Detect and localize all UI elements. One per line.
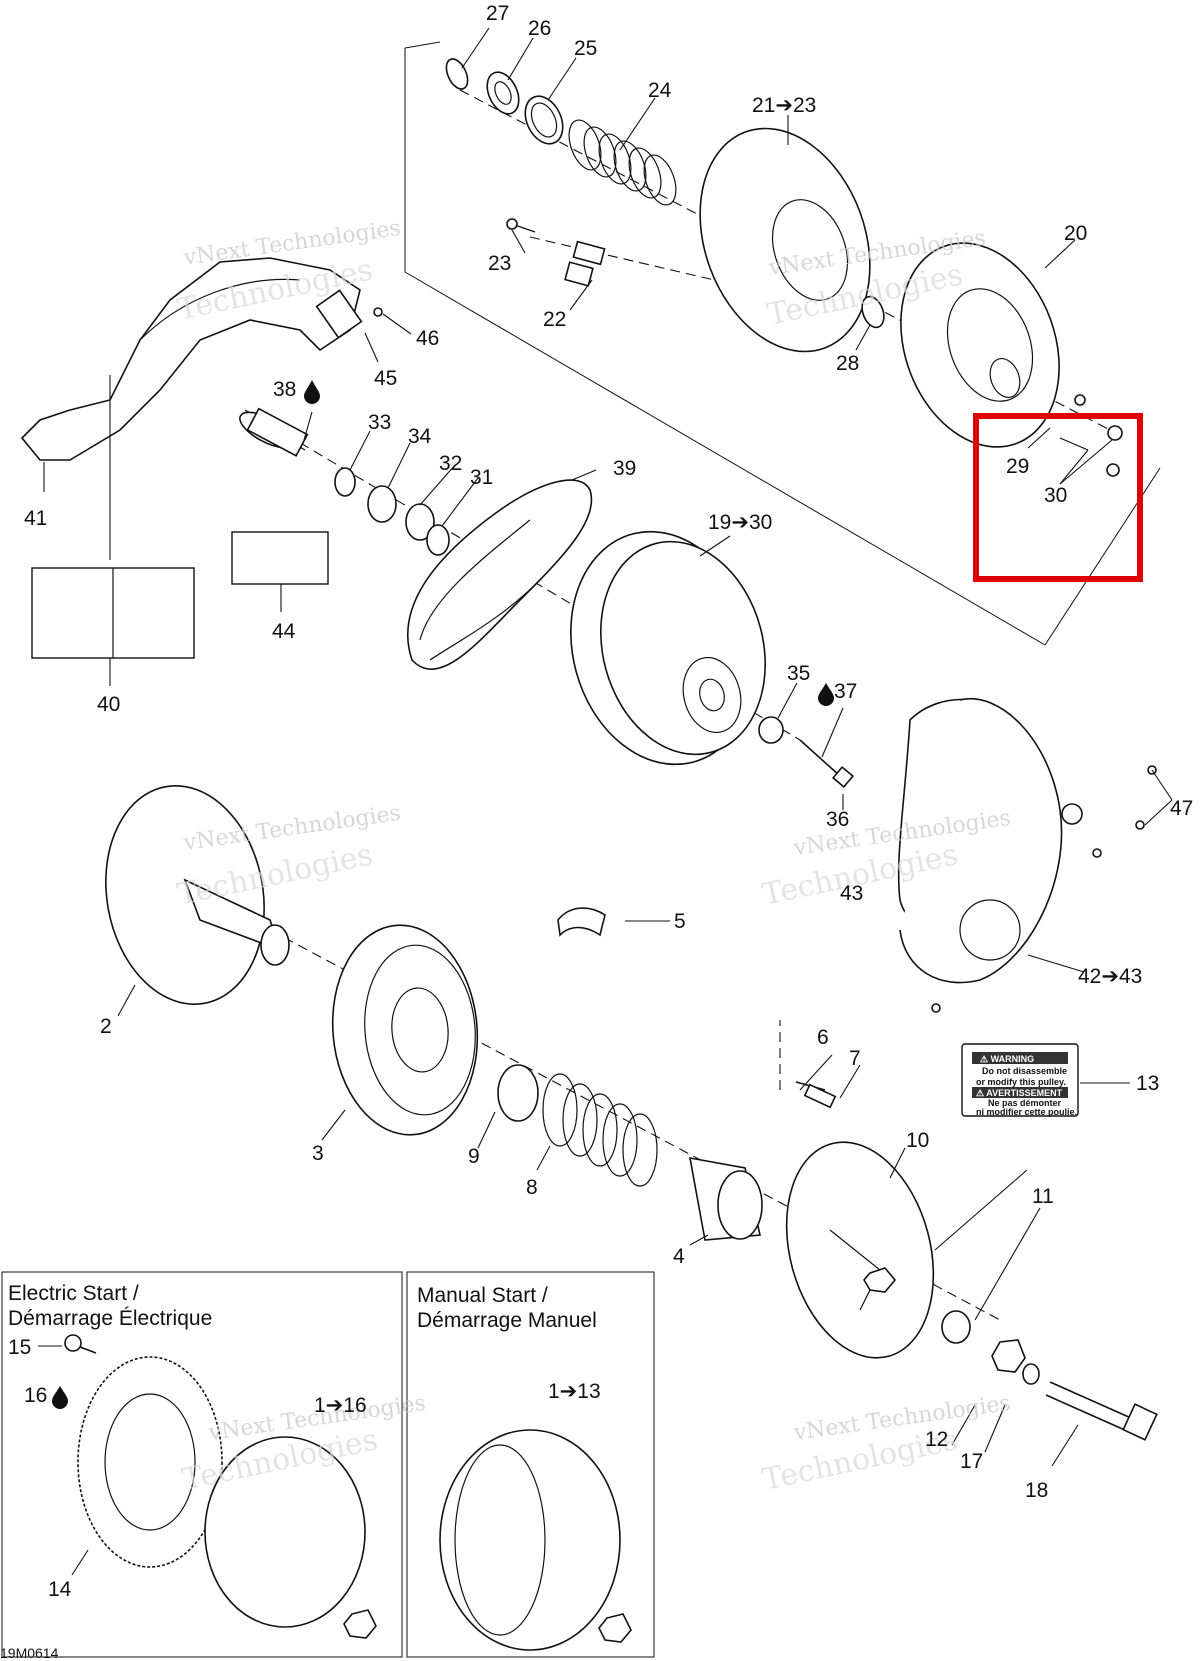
label-42-43: 42➔43: [1078, 965, 1142, 988]
label-2: 2: [100, 1015, 112, 1038]
top-parts: [445, 58, 1123, 477]
svg-text:Do not disassemble: Do not disassemble: [982, 1066, 1067, 1076]
label-16: 16: [24, 1384, 47, 1407]
label-28: 28: [836, 352, 859, 375]
label-1-13: 1➔13: [548, 1380, 601, 1403]
label-23: 23: [488, 252, 511, 275]
label-9: 9: [468, 1145, 480, 1168]
svg-text:⚠ AVERTISSEMENT: ⚠ AVERTISSEMENT: [976, 1088, 1063, 1098]
driven-pulley: [570, 530, 854, 788]
label-11: 11: [1032, 1185, 1054, 1208]
label-41: 41: [24, 507, 47, 530]
label-21-23: 21➔23: [752, 94, 816, 117]
belt-guard-and-decals: [20, 257, 383, 659]
label-22: 22: [543, 308, 566, 331]
label-26: 26: [528, 17, 551, 40]
svg-text:Ne pas démonter: Ne pas démonter: [988, 1098, 1062, 1108]
svg-text:or modify this pulley.: or modify this pulley.: [976, 1077, 1066, 1087]
label-1-16: 1➔16: [314, 1394, 367, 1417]
label-29: 29: [1006, 455, 1029, 478]
drawing-code: 19M0614: [0, 1645, 59, 1661]
label-27: 27: [486, 2, 509, 25]
pulley-cover: [897, 697, 1157, 1013]
seal-and-washers: [239, 407, 450, 556]
label-7: 7: [849, 1047, 861, 1070]
label-12: 12: [925, 1428, 948, 1451]
label-13: 13: [1136, 1072, 1159, 1095]
svg-text:ni modifier cette poulie.: ni modifier cette poulie.: [976, 1107, 1077, 1117]
droplet-icon: [52, 1386, 68, 1409]
inset-titles: Electric Start / Démarrage Électrique Ma…: [8, 1282, 597, 1332]
electric-start-title-line2: Démarrage Électrique: [8, 1307, 212, 1330]
label-8: 8: [526, 1176, 538, 1199]
label-32: 32: [439, 452, 462, 475]
label-4: 4: [673, 1245, 685, 1268]
label-37: 37: [834, 680, 857, 703]
label-14: 14: [48, 1578, 72, 1601]
label-5: 5: [674, 910, 686, 933]
label-33: 33: [368, 411, 391, 434]
label-31: 31: [470, 466, 493, 489]
label-40: 40: [97, 693, 120, 716]
svg-text:⚠ WARNING: ⚠ WARNING: [980, 1054, 1034, 1064]
inset-frames: [1, 1271, 655, 1658]
drive-pulley: [105, 785, 1158, 1441]
manual-start-title-line1: Manual Start /: [417, 1284, 548, 1307]
decal-13-text: ⚠ WARNING Do not disassemble or modify t…: [972, 1052, 1077, 1117]
part-labels: 27 26 25 24 21➔23 20 23 22 28 46 45 38 3…: [8, 2, 1193, 1601]
electric-start-drawing: [64, 1334, 377, 1639]
spring-24: [568, 119, 677, 206]
label-18: 18: [1025, 1479, 1048, 1502]
spring-8: [542, 1073, 658, 1187]
label-17: 17: [960, 1450, 983, 1473]
label-43: 43: [840, 882, 863, 905]
label-34: 34: [408, 425, 432, 448]
label-10: 10: [906, 1129, 929, 1152]
label-24: 24: [648, 79, 672, 102]
label-20: 20: [1064, 222, 1087, 245]
label-39: 39: [613, 457, 636, 480]
label-30: 30: [1044, 484, 1067, 507]
manual-start-drawing: [439, 1429, 632, 1651]
leader-lines: [38, 27, 1173, 1576]
label-3: 3: [312, 1142, 324, 1165]
label-38: 38: [273, 378, 296, 401]
label-15: 15: [8, 1336, 31, 1359]
label-6: 6: [817, 1026, 829, 1049]
label-25: 25: [574, 37, 597, 60]
label-47: 47: [1170, 797, 1193, 820]
label-44: 44: [272, 620, 296, 643]
highlight-box: [973, 413, 1143, 582]
assembly-frame: [404, 41, 1161, 646]
label-19-30: 19➔30: [708, 511, 772, 534]
label-35: 35: [787, 662, 810, 685]
manual-start-title-line2: Démarrage Manuel: [417, 1309, 597, 1332]
droplet-icon: [304, 380, 320, 404]
label-46: 46: [416, 327, 439, 350]
label-36: 36: [826, 808, 849, 831]
droplet-icon: [818, 683, 834, 706]
drive-belt: [407, 479, 593, 670]
electric-start-title-line1: Electric Start /: [8, 1282, 139, 1305]
lubricant-icons: [52, 380, 834, 1409]
label-45: 45: [374, 367, 397, 390]
